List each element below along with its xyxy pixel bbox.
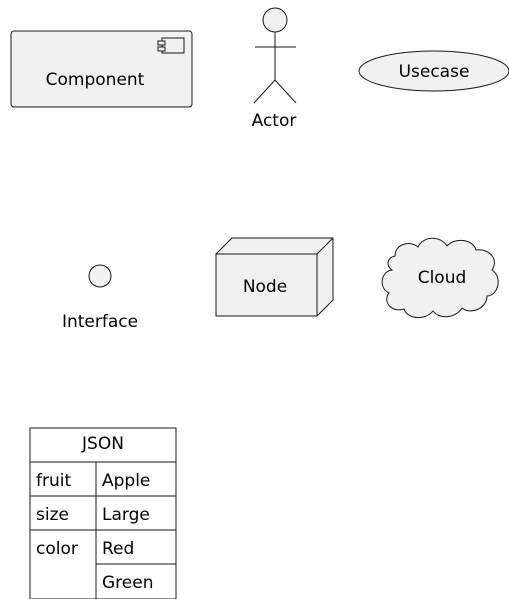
- json-key: size: [36, 505, 69, 525]
- component-icon: [157, 37, 185, 54]
- actor-label: Actor: [252, 111, 297, 131]
- component-label: Component: [46, 70, 145, 90]
- component-box: [10, 30, 193, 108]
- interface-element: Interface: [62, 264, 138, 332]
- json-key: fruit: [36, 471, 71, 491]
- json-table-frame: [29, 427, 177, 599]
- table-row: fruit Apple: [36, 471, 150, 491]
- component-element: Component: [10, 30, 193, 108]
- node-label: Node: [243, 277, 287, 297]
- usecase-ellipse: [358, 50, 509, 92]
- node-element: Node: [215, 237, 334, 317]
- table-row: size Large: [36, 505, 150, 525]
- json-title: JSON: [81, 434, 124, 454]
- json-value: Large: [102, 505, 150, 525]
- interface-label: Interface: [62, 312, 138, 332]
- lollipop-circle-icon: [88, 264, 112, 288]
- json-key: color: [36, 539, 78, 559]
- stick-figure-icon: [253, 7, 297, 104]
- cloud-label: Cloud: [418, 268, 467, 288]
- cloud-element: Cloud: [381, 237, 499, 318]
- json-value: Red: [102, 539, 134, 559]
- table-row: color Red Green: [36, 539, 153, 593]
- node-box: [215, 237, 334, 317]
- cloud-shape: [381, 237, 499, 318]
- json-value: Green: [102, 573, 153, 593]
- actor-element: Actor: [252, 7, 297, 131]
- json-value: Apple: [102, 471, 150, 491]
- usecase-element: Usecase: [358, 50, 509, 92]
- json-table: JSON fruit Apple size Large color Red Gr…: [29, 427, 177, 599]
- usecase-label: Usecase: [399, 62, 470, 82]
